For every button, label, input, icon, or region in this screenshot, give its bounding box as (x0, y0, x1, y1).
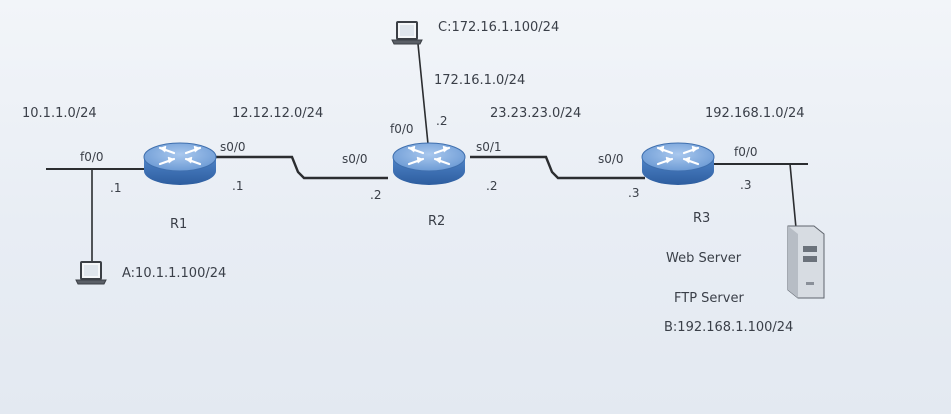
host-b-service-ftp: FTP Server (674, 291, 744, 306)
r1-f0-0-ip: .1 (110, 181, 121, 195)
laptop-icon (75, 261, 107, 285)
r2-s0-0-ip: .2 (370, 188, 381, 202)
host-c-drop-line (417, 43, 429, 145)
r3-s0-0-ip: .3 (628, 186, 639, 200)
r3-s0-0-label: s0/0 (598, 152, 624, 166)
host-b-label: B:192.168.1.100/24 (664, 320, 793, 335)
host-a-label: A:10.1.1.100/24 (122, 266, 226, 281)
router-r2-icon (391, 141, 467, 187)
network-label-r3-lan: 192.168.1.0/24 (705, 106, 805, 121)
r2-s0-0-label: s0/0 (342, 152, 368, 166)
r2-f0-0-label: f0/0 (390, 122, 414, 136)
r1-s0-0-ip: .1 (232, 179, 243, 193)
router-r2-name: R2 (428, 214, 445, 229)
r3-f0-0-label: f0/0 (734, 145, 758, 159)
host-b-drop-line (789, 163, 797, 229)
r1-s0-0-label: s0/0 (220, 140, 246, 154)
network-label-r1-r2: 12.12.12.0/24 (232, 106, 323, 121)
r2-s0-1-label: s0/1 (476, 140, 502, 154)
host-c-label: C:172.16.1.100/24 (438, 20, 559, 35)
network-label-r1-lan: 10.1.1.0/24 (22, 106, 97, 121)
r2-f0-0-ip: .2 (436, 114, 447, 128)
r3-f0-0-ip: .3 (740, 178, 751, 192)
serial-link-r2-r3 (470, 155, 645, 180)
server-icon (787, 225, 825, 299)
r1-f0-0-label: f0/0 (80, 150, 104, 164)
network-label-r2-r3: 23.23.23.0/24 (490, 106, 581, 121)
serial-link-r1-r2 (214, 155, 388, 180)
network-label-r2-lan: 172.16.1.0/24 (434, 73, 525, 88)
r2-s0-1-ip: .2 (486, 179, 497, 193)
laptop-icon (391, 21, 423, 45)
host-b-service-web: Web Server (666, 251, 742, 266)
router-r3-name: R3 (693, 211, 710, 226)
router-r3-icon (640, 141, 716, 187)
router-r1-name: R1 (170, 217, 187, 232)
router-r1-icon (142, 141, 218, 187)
